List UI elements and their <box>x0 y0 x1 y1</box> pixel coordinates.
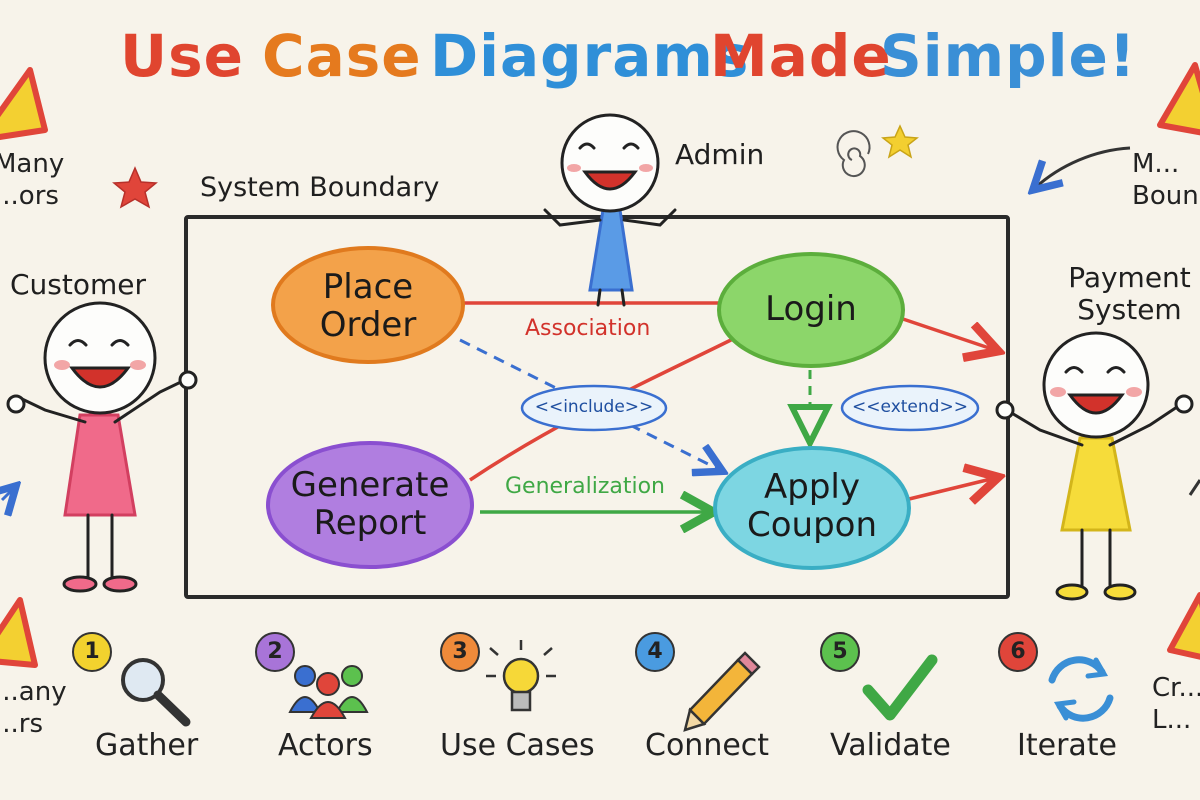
login-label: Login <box>765 289 857 329</box>
edge-label-right-top: M... Boun... <box>1132 149 1200 211</box>
payment-system-label: Payment System <box>1068 261 1191 326</box>
edge-label-left-bottom: ...any ...rs <box>0 677 67 739</box>
step-5-number: 5 <box>820 632 860 672</box>
step-3-label: Use Cases <box>440 728 595 763</box>
step-6-label: Iterate <box>1017 728 1118 763</box>
login-payment-line <box>899 316 995 350</box>
red-star-icon <box>112 166 158 209</box>
step-1-label: Gather <box>95 728 199 763</box>
magnifier-icon <box>121 658 191 727</box>
small-arrow-icon <box>2 488 14 500</box>
small-arrow-icon <box>1188 479 1200 496</box>
warning-triangle-icon <box>0 67 48 140</box>
step-4-label: Connect <box>645 728 770 763</box>
edge-label-right-bottom: Cr... L... <box>1152 673 1200 735</box>
place-order-label: Place Order <box>319 267 417 345</box>
login-ellipse <box>717 252 905 368</box>
title-word-2: Case <box>262 22 422 90</box>
customer-label: Customer <box>10 268 147 301</box>
apply-coupon-ellipse <box>713 446 911 570</box>
admin-actor-figure <box>543 113 677 307</box>
step-1-number: 1 <box>72 632 112 672</box>
step-4-number: 4 <box>635 632 675 672</box>
generate-report-ellipse <box>266 441 474 569</box>
customer-actor-figure <box>6 301 198 593</box>
payment-system-actor-figure <box>995 331 1194 601</box>
warning-triangle-icon <box>1157 62 1200 136</box>
apply-coupon-label: Apply Coupon <box>746 467 878 545</box>
extend-label: <<extend>> <box>852 397 968 417</box>
include-dashed-line <box>459 338 720 470</box>
association-label: Association <box>525 316 651 341</box>
admin-label: Admin <box>675 138 765 171</box>
warning-triangle-icon <box>1167 592 1200 660</box>
place-order-ellipse <box>271 246 465 364</box>
step-6-number: 6 <box>998 632 1038 672</box>
generate-report-label: Generate Report <box>290 465 450 543</box>
title-word-5: Simple! <box>880 22 1137 90</box>
checkmark-icon <box>862 654 938 721</box>
title-word-3: Diagrams <box>430 22 750 90</box>
generalization-label: Generalization <box>505 474 665 499</box>
pencil-icon <box>683 651 761 732</box>
swirl-icon <box>836 130 871 177</box>
title-word-4: Made <box>710 22 892 90</box>
include-label: <<include>> <box>534 397 654 417</box>
extend-cloud <box>840 384 980 432</box>
title-word-1: Use <box>120 22 244 90</box>
curved-arrow-icon <box>1035 146 1131 188</box>
step-2-number: 2 <box>255 632 295 672</box>
step-3-number: 3 <box>440 632 480 672</box>
coupon-payment-line <box>904 478 995 500</box>
step-2-label: Actors <box>278 728 373 763</box>
include-cloud <box>520 384 668 432</box>
system-boundary-label: System Boundary <box>200 172 440 203</box>
step-5-label: Validate <box>830 728 951 763</box>
yellow-star-icon <box>881 124 919 159</box>
people-icon <box>288 665 369 719</box>
cycle-arrows-icon <box>1048 656 1114 722</box>
lightbulb-icon <box>486 640 556 712</box>
warning-triangle-icon <box>0 597 38 668</box>
edge-label-left-top: Many ...ors <box>0 149 65 211</box>
